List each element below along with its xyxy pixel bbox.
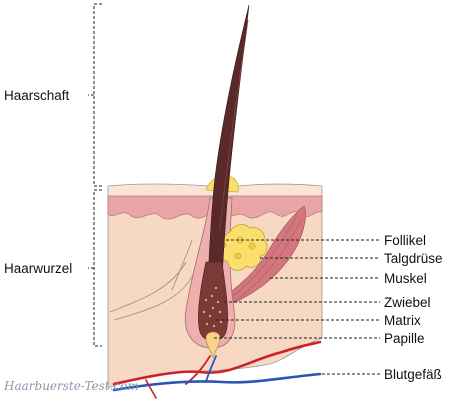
muscle-shape [217,205,306,307]
label-papille: Papille [384,331,425,346]
label-haarschaft: Haarschaft [4,88,70,103]
label-talgdruese: Talgdrüse [384,251,443,266]
label-follikel: Follikel [384,233,426,248]
label-blutgefaess: Blutgefäß [384,367,442,382]
label-matrix: Matrix [384,313,421,328]
haarschaft-bracket [88,3,102,187]
haarwurzel-bracket [88,189,102,347]
matrix-dots [202,286,223,328]
sebaceous-gland [221,224,268,271]
blood-vessels [112,340,322,399]
watermark: Haarbuerste-Test.com [3,379,139,393]
label-muskel: Muskel [384,271,427,286]
label-zwiebel: Zwiebel [384,295,431,310]
label-haarwurzel: Haarwurzel [4,261,72,276]
connective-lines [109,239,193,321]
leader-lines [214,239,380,375]
